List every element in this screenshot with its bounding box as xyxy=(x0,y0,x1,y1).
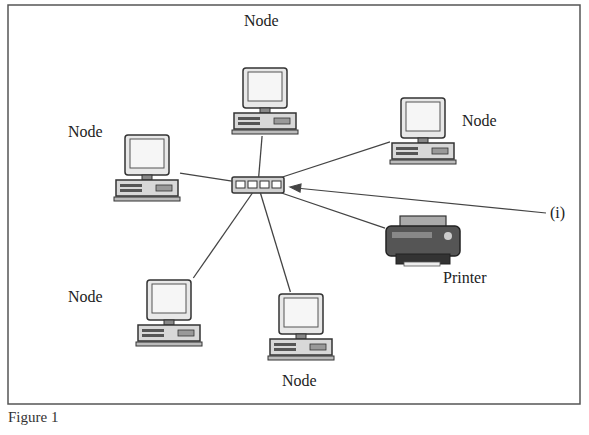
network-cable xyxy=(282,142,390,177)
computer-node: Node xyxy=(390,96,456,166)
device-label: Node xyxy=(244,12,279,30)
callout-number: (i) xyxy=(550,204,565,222)
device-label: Node xyxy=(282,372,317,390)
frame xyxy=(8,5,580,404)
computer-icon xyxy=(232,68,298,134)
printer-node: Printer xyxy=(385,215,461,267)
computer-node: Node xyxy=(232,66,298,136)
printer-icon xyxy=(386,216,460,266)
device-label: Printer xyxy=(443,269,487,287)
hub-icon xyxy=(232,177,284,193)
network-cable xyxy=(260,193,290,292)
computer-node: Node xyxy=(114,133,180,203)
network-cable xyxy=(282,193,385,228)
computer-icon xyxy=(114,135,180,201)
network-cable xyxy=(193,193,252,278)
device-label: Node xyxy=(462,112,497,130)
computer-icon xyxy=(136,280,202,346)
computer-icon xyxy=(268,294,334,360)
device-label: Node xyxy=(68,288,103,306)
figure-caption: Figure 1 xyxy=(8,409,58,426)
network-cable xyxy=(259,136,262,177)
computer-node: Node xyxy=(268,292,334,362)
network-cable xyxy=(180,173,232,181)
device-label: Node xyxy=(68,123,103,141)
computer-icon xyxy=(390,98,456,164)
hub-node: (i) xyxy=(232,177,284,193)
computer-node: Node xyxy=(136,278,202,348)
